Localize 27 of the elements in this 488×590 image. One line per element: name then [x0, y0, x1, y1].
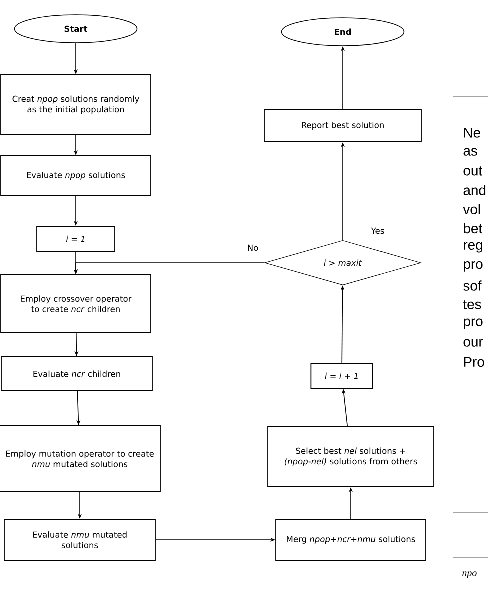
edge-label: No	[246, 244, 260, 252]
text-fragment: reg	[464, 242, 482, 253]
text-fragment: pro	[464, 261, 483, 272]
text-fragment: our	[464, 339, 484, 347]
process-box: Evaluate ncr children	[1, 356, 153, 392]
process-box: Evaluate nmu mutated solutions	[4, 519, 156, 561]
text-fragment: out	[464, 166, 482, 176]
text-fragment: Ne	[464, 128, 480, 138]
text-fragment: bet	[464, 223, 482, 234]
text-fragment: Pro	[464, 357, 484, 368]
text-fragment: npo	[462, 572, 477, 578]
text-fragment: vol	[463, 204, 480, 215]
process-box: i = 1	[36, 226, 116, 252]
process-box: Report best solution	[264, 110, 422, 142]
text-fragment: as	[464, 148, 478, 156]
process-box: Creat npop solutions randomly as the initial population	[0, 74, 152, 136]
process-box: Employ crossover operator to create ncr children	[0, 274, 152, 334]
text-fragment: and	[464, 185, 486, 196]
process-box: Evaluate npop solutions	[0, 156, 152, 196]
edge-label: Yes	[370, 226, 386, 236]
text-fragment: pro	[464, 318, 483, 330]
process-box: Employ mutation operator to create nmu mutated solutions	[0, 426, 161, 492]
process-box: Select best nel solutions + (npop-nel) solutions from others	[268, 426, 434, 488]
process-box: Merg npop+ncr+nmu solutions	[276, 519, 426, 561]
text-fragment: sof	[464, 280, 482, 291]
text-fragment: tes	[463, 300, 482, 310]
process-box: i = i + 1	[310, 363, 374, 389]
